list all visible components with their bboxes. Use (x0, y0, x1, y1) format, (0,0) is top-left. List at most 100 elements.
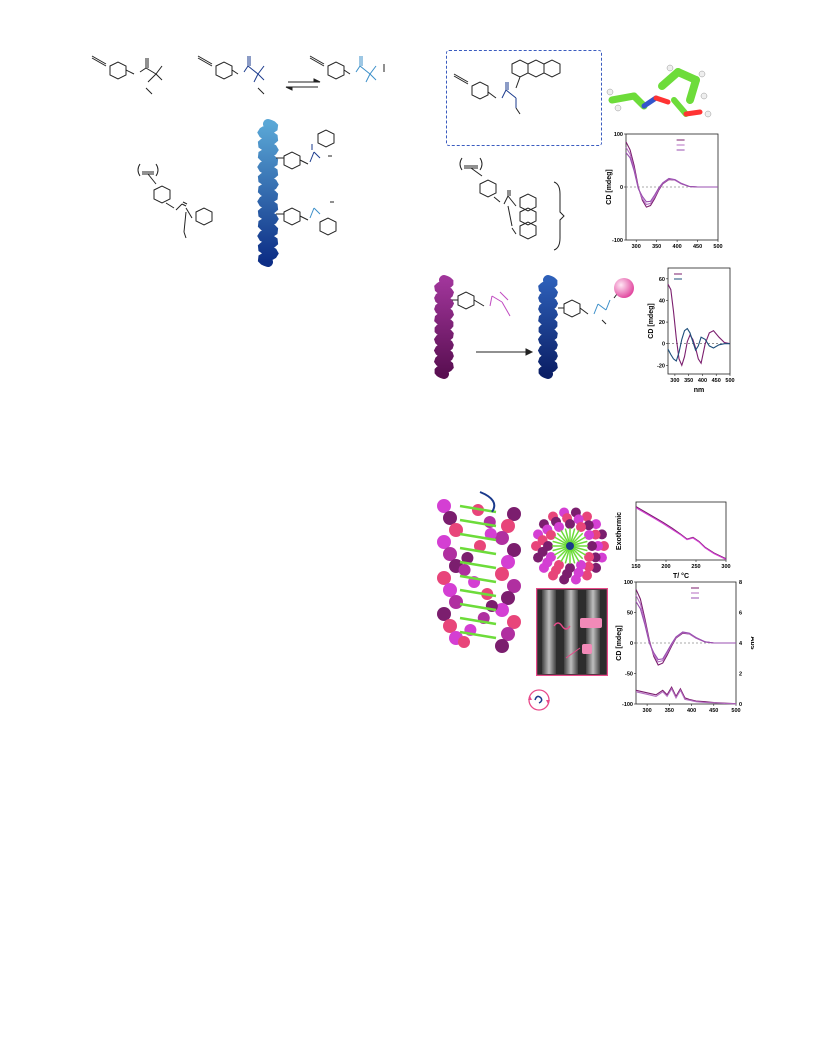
model-sphere (495, 531, 509, 545)
chart-series-line (625, 141, 718, 208)
chart-series-line (635, 506, 727, 560)
model-sphere (507, 543, 521, 557)
chart-y-tick-label: -50 (625, 672, 633, 678)
molecule-3d-model (606, 64, 712, 118)
monomer-structure-1 (91, 55, 163, 95)
chart-x-tick-label: 300 (643, 708, 652, 714)
monomer-structure-2 (197, 55, 265, 95)
chart-series-line (635, 687, 737, 705)
ring-center (566, 542, 574, 550)
blue-helix (257, 119, 279, 267)
helix-blue-scheme (257, 119, 337, 267)
chart-x-tick-label: 450 (709, 708, 718, 714)
monomer-structure-3 (309, 55, 385, 83)
chart-series-line (635, 589, 736, 666)
ring-sphere (591, 519, 602, 530)
chart-x-tick-label: 500 (731, 708, 740, 714)
model-link (459, 574, 497, 584)
anthryl-monomer-structure (453, 59, 561, 115)
ring-sphere (554, 521, 564, 532)
chart-y2-tick-label: 2 (739, 672, 742, 678)
chart-plot-frame (667, 267, 731, 375)
ring-sphere (583, 520, 594, 531)
model-sphere (437, 535, 451, 549)
chart-y-tick-label: 20 (659, 320, 665, 326)
ring-sphere (554, 560, 564, 571)
ring-sphere (565, 519, 575, 529)
ring-sphere (565, 563, 575, 573)
model-link (459, 518, 497, 528)
chart-series-line (625, 152, 718, 203)
afm-label-tag (580, 618, 602, 628)
ring-sphere (545, 530, 556, 540)
model-sphere (473, 540, 486, 552)
chart-series-line (667, 283, 731, 367)
chart-y-tick-label: 0 (620, 185, 623, 191)
ring-sphere (543, 541, 553, 551)
afm-image-inset (536, 588, 608, 676)
chart-y-label: CD [mdeg] (616, 625, 623, 660)
model-sphere (437, 499, 451, 513)
chart-series-line (635, 601, 736, 661)
ring-sphere (545, 552, 556, 562)
ring-sphere (573, 514, 584, 525)
chart-y-tick-label: 100 (624, 580, 633, 586)
chart-y2-tick-label: 6 (739, 611, 742, 617)
chart-y-tick-label: 60 (659, 277, 665, 283)
chart-y-tick-label: 100 (614, 132, 623, 138)
chart-y-label: Exothermic (616, 512, 623, 550)
equilibrium-arrows (285, 78, 321, 91)
chart-x-tick-label: 200 (661, 564, 670, 570)
model-sphere (495, 603, 509, 617)
model-link (459, 532, 497, 542)
helix-inversion-side-structures (452, 289, 621, 325)
ring-sphere (587, 541, 597, 551)
chart-x-tick-label: 350 (684, 378, 693, 384)
model-sphere (484, 528, 497, 540)
helical-spheres-model (437, 491, 521, 653)
chart-x-tick-label: 300 (670, 378, 679, 384)
chart-x-label: T/ °C (673, 572, 689, 580)
model-sphere (458, 636, 471, 648)
chart-plot-frame (635, 501, 727, 561)
model-sphere (495, 567, 509, 581)
model-sphere (507, 507, 521, 521)
model-link (459, 630, 497, 640)
chart-x-tick-label: 500 (725, 378, 734, 384)
ring-sphere (584, 530, 595, 540)
model-sphere (449, 595, 463, 609)
chart-x-tick-label: 250 (691, 564, 700, 570)
purple-helix (433, 275, 455, 379)
ring-sphere (576, 560, 586, 571)
model-link (459, 560, 497, 570)
model-sphere (501, 555, 515, 569)
chart-x-tick-label: 450 (712, 378, 721, 384)
model-sphere (458, 564, 471, 576)
chart-y-tick-label: -100 (612, 238, 623, 244)
chart-series-line (635, 595, 736, 663)
chart-y2-tick-label: 4 (739, 641, 743, 647)
chart-y-tick-label: 0 (662, 342, 665, 348)
chart-y-tick-label: 50 (627, 611, 633, 617)
polymer-structure-left (137, 163, 213, 239)
ring-sphere (573, 567, 584, 578)
model-sphere (449, 523, 463, 537)
chart-x-tick-label: 350 (652, 244, 661, 250)
model-sphere (443, 619, 457, 633)
chart-x-tick-label: 500 (713, 244, 722, 250)
chart-series-line (635, 507, 727, 560)
model-sphere (501, 519, 515, 533)
helix-inversion-scheme (433, 275, 634, 379)
chart-x-tick-label: 150 (631, 564, 640, 570)
polymer-anthryl-structure (459, 157, 565, 251)
top-view-ring-model (531, 507, 609, 585)
chart-x-tick-label: 400 (687, 708, 696, 714)
ring-sphere (584, 552, 595, 562)
model-sphere (443, 583, 457, 597)
navy-helix (537, 275, 559, 379)
model-sphere (443, 547, 457, 561)
chart-x-tick-label: 400 (673, 244, 682, 250)
